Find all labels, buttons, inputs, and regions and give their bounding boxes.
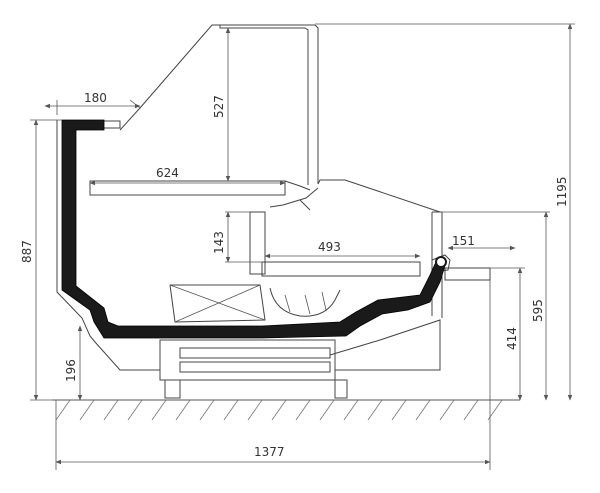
floor-hatching <box>52 399 520 421</box>
insulation-profile <box>61 119 447 339</box>
dimension-labels: 180 527 624 143 493 151 1195 887 595 414… <box>20 91 569 459</box>
dim-glass-height: 527 <box>212 95 226 118</box>
floor-hatch-stroke <box>271 399 287 421</box>
floor-hatch-stroke <box>223 399 239 421</box>
dim-counter-height: 595 <box>531 299 545 322</box>
floor-hatch-stroke <box>343 399 359 421</box>
dim-lower-shelf-height: 143 <box>212 231 226 254</box>
cabinet-outline <box>56 24 491 399</box>
floor-hatch-stroke <box>247 399 263 421</box>
floor-hatch-stroke <box>79 399 95 421</box>
extension-lines <box>30 23 575 470</box>
dim-ledge-height: 414 <box>505 327 519 350</box>
dimension-lines <box>33 23 573 465</box>
floor-hatch-stroke <box>103 399 119 421</box>
floor-hatch-stroke <box>55 399 71 421</box>
dim-total-depth: 1377 <box>254 445 285 459</box>
dim-total-height: 1195 <box>555 176 569 207</box>
floor-hatch-stroke <box>415 399 431 421</box>
dim-lower-shelf-depth: 493 <box>318 240 341 254</box>
floor-hatch-stroke <box>295 399 311 421</box>
floor-hatch-stroke <box>175 399 191 421</box>
floor-hatch-stroke <box>199 399 215 421</box>
front-roller-icon <box>435 256 447 268</box>
dim-top-shelf-depth: 180 <box>84 91 107 105</box>
dim-upper-shelf-depth: 624 <box>156 166 179 180</box>
floor-hatch-stroke <box>151 399 167 421</box>
floor-hatch-stroke <box>391 399 407 421</box>
floor-hatch-stroke <box>367 399 383 421</box>
dim-foot-height: 196 <box>64 359 78 382</box>
floor-hatch-stroke <box>319 399 335 421</box>
floor-hatch-stroke <box>127 399 143 421</box>
dim-rear-height: 887 <box>20 240 34 263</box>
floor-hatch-stroke <box>463 399 479 421</box>
floor-hatch-stroke <box>439 399 455 421</box>
dim-front-ledge-depth: 151 <box>452 234 475 248</box>
